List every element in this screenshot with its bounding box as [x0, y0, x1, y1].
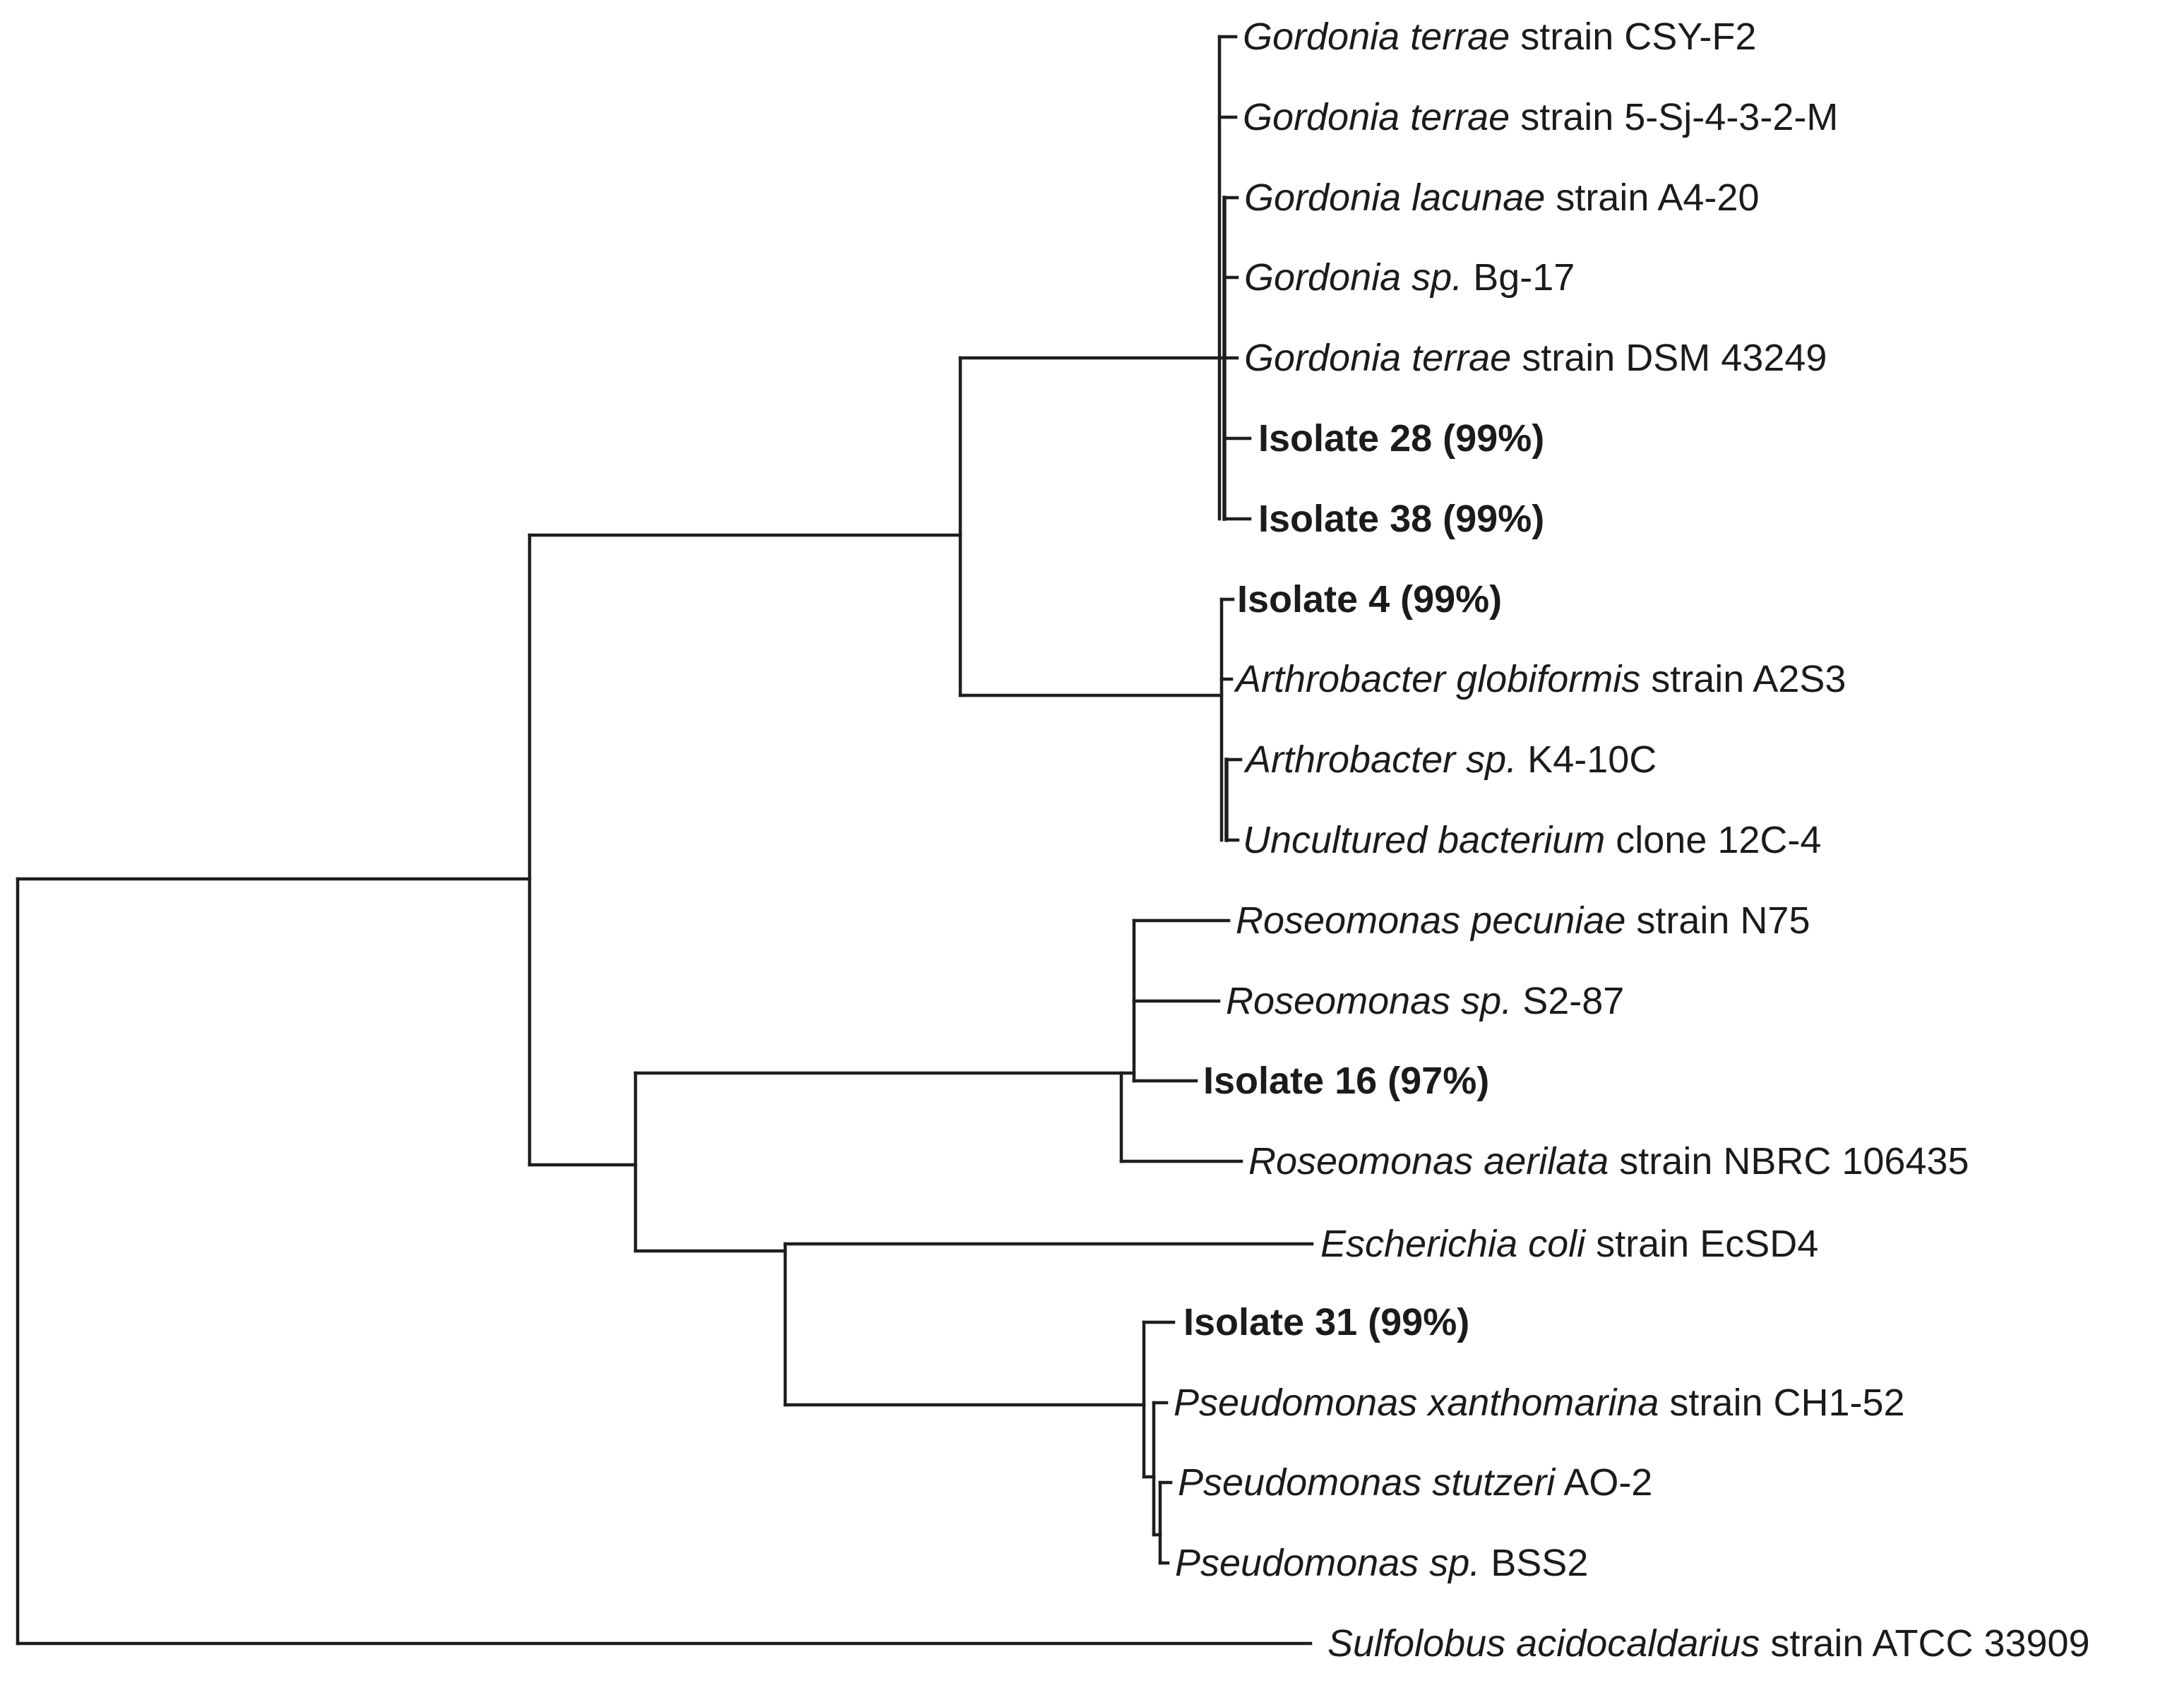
- taxon-label-gordonia-terrae-dsm43249: Gordonia terrae strain DSM 43249: [1244, 337, 1827, 379]
- taxon-label-sulfolobus-acidocaldarius: Sulfolobus acidocaldarius strain ATCC 33…: [1327, 1622, 2090, 1665]
- taxon-label-roseomonas-sp-s287: Roseomonas sp. S2-87: [1226, 980, 1624, 1022]
- taxon-label-pseudomonas-xanthomarina: Pseudomonas xanthomarina strain CH1-52: [1174, 1382, 1905, 1424]
- taxon-label-escherichia-coli-ecsd4: Escherichia coli strain EcSD4: [1320, 1223, 1818, 1265]
- taxon-label-isolate-38: Isolate 38 (99%): [1258, 498, 1544, 540]
- taxon-label-pseudomonas-stutzeri-ao2: Pseudomonas stutzeri AO-2: [1178, 1461, 1652, 1504]
- taxon-label-isolate-28: Isolate 28 (99%): [1258, 417, 1544, 460]
- taxon-label-arthrobacter-globiformis: Arthrobacter globiformis strain A2S3: [1234, 658, 1846, 700]
- taxon-label-isolate-31: Isolate 31 (99%): [1183, 1301, 1469, 1343]
- taxon-label-isolate-4: Isolate 4 (99%): [1237, 578, 1502, 621]
- taxon-label-gordonia-sp-bg17: Gordonia sp. Bg-17: [1244, 256, 1575, 299]
- taxon-label-gordonia-lacunae-a420: Gordonia lacunae strain A4-20: [1244, 176, 1759, 219]
- taxon-label-isolate-16: Isolate 16 (97%): [1203, 1060, 1489, 1102]
- taxon-label-gordonia-terrae-csyf2: Gordonia terrae strain CSY-F2: [1243, 16, 1756, 58]
- taxon-label-roseomonas-aerilata: Roseomonas aerilata strain NBRC 106435: [1248, 1140, 1969, 1182]
- tree-branches: [16, 35, 1314, 1646]
- taxon-label-uncultured-bacterium-12c4: Uncultured bacterium clone 12C-4: [1243, 819, 1821, 861]
- taxon-label-gordonia-terrae-5sj: Gordonia terrae strain 5-Sj-4-3-2-M: [1243, 96, 1838, 138]
- taxon-label-arthrobacter-sp-k410c: Arthrobacter sp. K4-10C: [1243, 738, 1657, 781]
- taxon-label-pseudomonas-sp-bss2: Pseudomonas sp. BSS2: [1175, 1542, 1588, 1584]
- taxon-label-roseomonas-pecuniae-n75: Roseomonas pecuniae strain N75: [1236, 899, 1810, 942]
